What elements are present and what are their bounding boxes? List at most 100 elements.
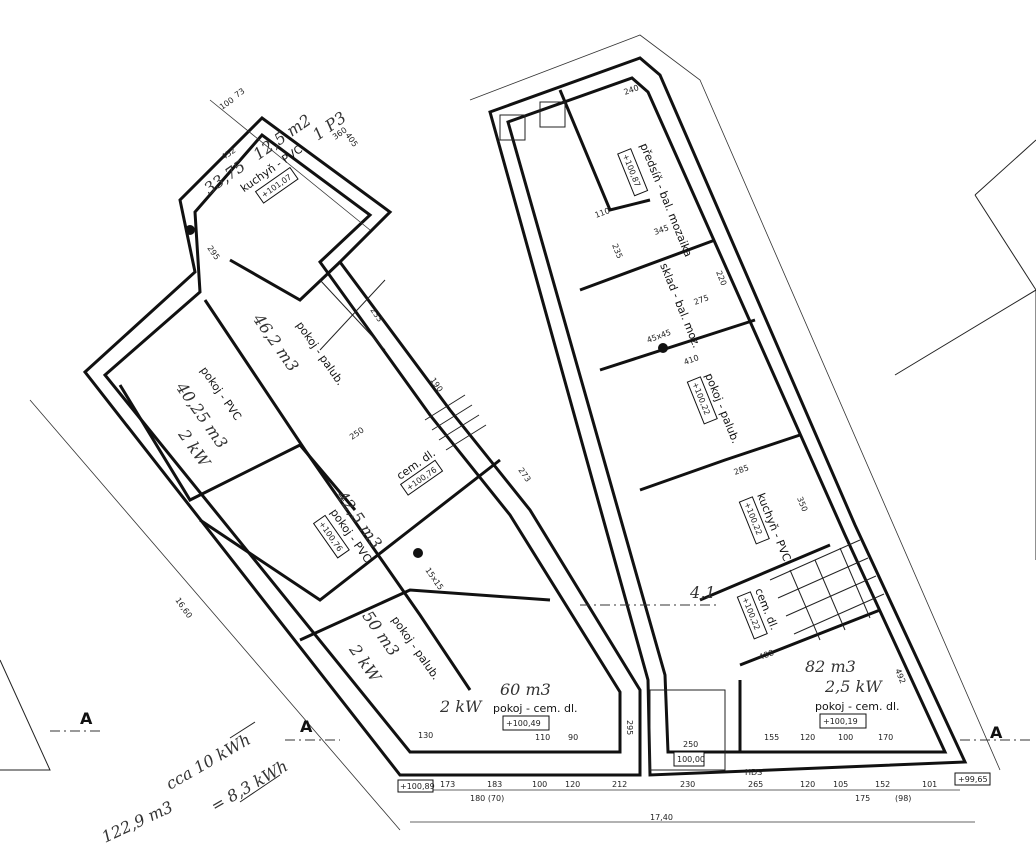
wall — [203, 299, 472, 691]
svg-text:345: 345 — [653, 223, 670, 237]
room-pokoj-palub-2: pokoj - palub. 50 m3 2 kW — [345, 607, 442, 687]
other-dimensions: 360 100 73 405 295 240 345 235 110 220 2… — [205, 83, 907, 777]
svg-text:60 m3: 60 m3 — [500, 680, 551, 699]
svg-text:120: 120 — [565, 780, 580, 789]
wall — [699, 543, 831, 602]
svg-text:4,1: 4,1 — [689, 583, 715, 602]
svg-text:100,00: 100,00 — [677, 755, 705, 764]
svg-text:100: 100 — [838, 733, 853, 742]
svg-text:82 m3: 82 m3 — [805, 657, 856, 676]
level-box-right — [954, 772, 991, 786]
level-left: +100,89 — [400, 782, 435, 791]
room-pokoj-cem-dl-1: 60 m3 2 kW pokoj - cem. dl. +100,49 — [439, 680, 578, 731]
wall — [199, 458, 501, 602]
right-building-outline — [488, 56, 968, 777]
wall — [639, 433, 801, 492]
svg-text:170: 170 — [878, 733, 893, 742]
stair-right — [769, 539, 885, 641]
svg-text:230: 230 — [680, 780, 695, 789]
svg-text:15x15: 15x15 — [423, 566, 445, 592]
svg-text:100: 100 — [532, 780, 547, 789]
svg-text:250: 250 — [683, 740, 698, 749]
room-kuchyn-right: kuchyň - PVC +100,22 — [738, 491, 793, 563]
room-pokoj-cem-dl-2: 82 m3 2,5 kW pokoj - cem. dl. +100,19 — [805, 657, 900, 729]
chimney-icon — [413, 548, 423, 558]
svg-text:295: 295 — [625, 720, 634, 735]
svg-text:240: 240 — [623, 83, 640, 97]
svg-text:73: 73 — [233, 86, 247, 99]
svg-text:285: 285 — [733, 463, 750, 477]
svg-text:(98): (98) — [895, 794, 911, 803]
wall — [739, 608, 881, 667]
section-mark-left: A — [50, 709, 100, 732]
neighbour-building — [0, 659, 51, 771]
dimension-line — [469, 34, 1001, 771]
svg-text:110: 110 — [535, 733, 550, 742]
chimney-icon — [185, 225, 195, 235]
left-overall-dim: 16,60 — [173, 596, 194, 620]
svg-text:220: 220 — [714, 269, 728, 287]
dimension-line — [209, 99, 371, 231]
svg-text:+100,19: +100,19 — [823, 717, 858, 726]
svg-text:101: 101 — [922, 780, 937, 789]
stair-left — [424, 394, 487, 451]
svg-text:250: 250 — [348, 426, 366, 442]
svg-text:183: 183 — [487, 780, 502, 789]
room-cem-dl-2: cem. dl. +100,22 — [736, 586, 781, 640]
svg-text:405: 405 — [343, 131, 359, 149]
svg-text:275: 275 — [693, 293, 710, 307]
svg-text:2,5 kW: 2,5 kW — [824, 677, 883, 696]
svg-text:265: 265 — [748, 780, 763, 789]
left-building-outline — [82, 116, 642, 777]
svg-text:152: 152 — [875, 780, 890, 789]
level-box-left — [397, 779, 434, 793]
svg-text:492: 492 — [893, 667, 907, 685]
room-passage: 100,00 — [673, 751, 705, 767]
svg-text:235: 235 — [610, 242, 624, 260]
wall — [229, 258, 342, 302]
svg-text:410: 410 — [683, 353, 700, 367]
svg-text:488: 488 — [758, 648, 775, 662]
svg-text:350: 350 — [795, 495, 809, 513]
svg-text:+100,49: +100,49 — [506, 719, 541, 728]
svg-text:173: 173 — [440, 780, 455, 789]
svg-text:90: 90 — [568, 733, 578, 742]
room-pokoj-pvc-1: pokoj - PVC 40,25 m3 2 kW — [172, 364, 245, 472]
svg-text:212: 212 — [612, 780, 627, 789]
section-mark-right: A — [960, 723, 1030, 742]
room-pokoj-pvc-2: pokoj - PVC 42,5 m3 +100,76 — [312, 486, 386, 565]
svg-text:100: 100 — [218, 96, 236, 112]
svg-text:33,75: 33,75 — [200, 156, 248, 198]
svg-text:A: A — [80, 709, 93, 728]
svg-text:175: 175 — [855, 794, 870, 803]
passage — [649, 689, 726, 771]
svg-text:105: 105 — [833, 780, 848, 789]
level-right: +99,65 — [958, 775, 988, 784]
room-pokoj-palub-3: pokoj - palub. +100,22 — [686, 371, 742, 445]
wc-icon — [539, 101, 566, 128]
shaft-cross — [319, 279, 386, 351]
svg-text:A: A — [990, 723, 1003, 742]
svg-text:130: 130 — [418, 731, 433, 740]
svg-text:A: A — [300, 717, 313, 736]
svg-text:110: 110 — [594, 206, 611, 220]
wall — [599, 318, 756, 372]
neighbour-building — [894, 289, 1036, 560]
neighbour-building — [974, 139, 1036, 196]
room-cem-dl-1: cem. dl. +100,76 — [394, 447, 444, 496]
neighbour-building — [974, 194, 1036, 291]
svg-text:120: 120 — [800, 780, 815, 789]
right-building — [469, 34, 1001, 777]
svg-text:155: 155 — [764, 733, 779, 742]
right-building-inner — [506, 76, 948, 754]
svg-text:17,40: 17,40 — [650, 813, 673, 822]
left-building — [29, 99, 642, 831]
svg-text:273: 273 — [516, 466, 532, 484]
chimney-icon — [658, 343, 668, 353]
svg-text:HDS: HDS — [745, 768, 762, 777]
wall — [299, 588, 551, 642]
svg-text:120: 120 — [800, 733, 815, 742]
wall — [579, 238, 716, 292]
svg-text:pokoj - cem. dl.: pokoj - cem. dl. — [815, 700, 900, 713]
